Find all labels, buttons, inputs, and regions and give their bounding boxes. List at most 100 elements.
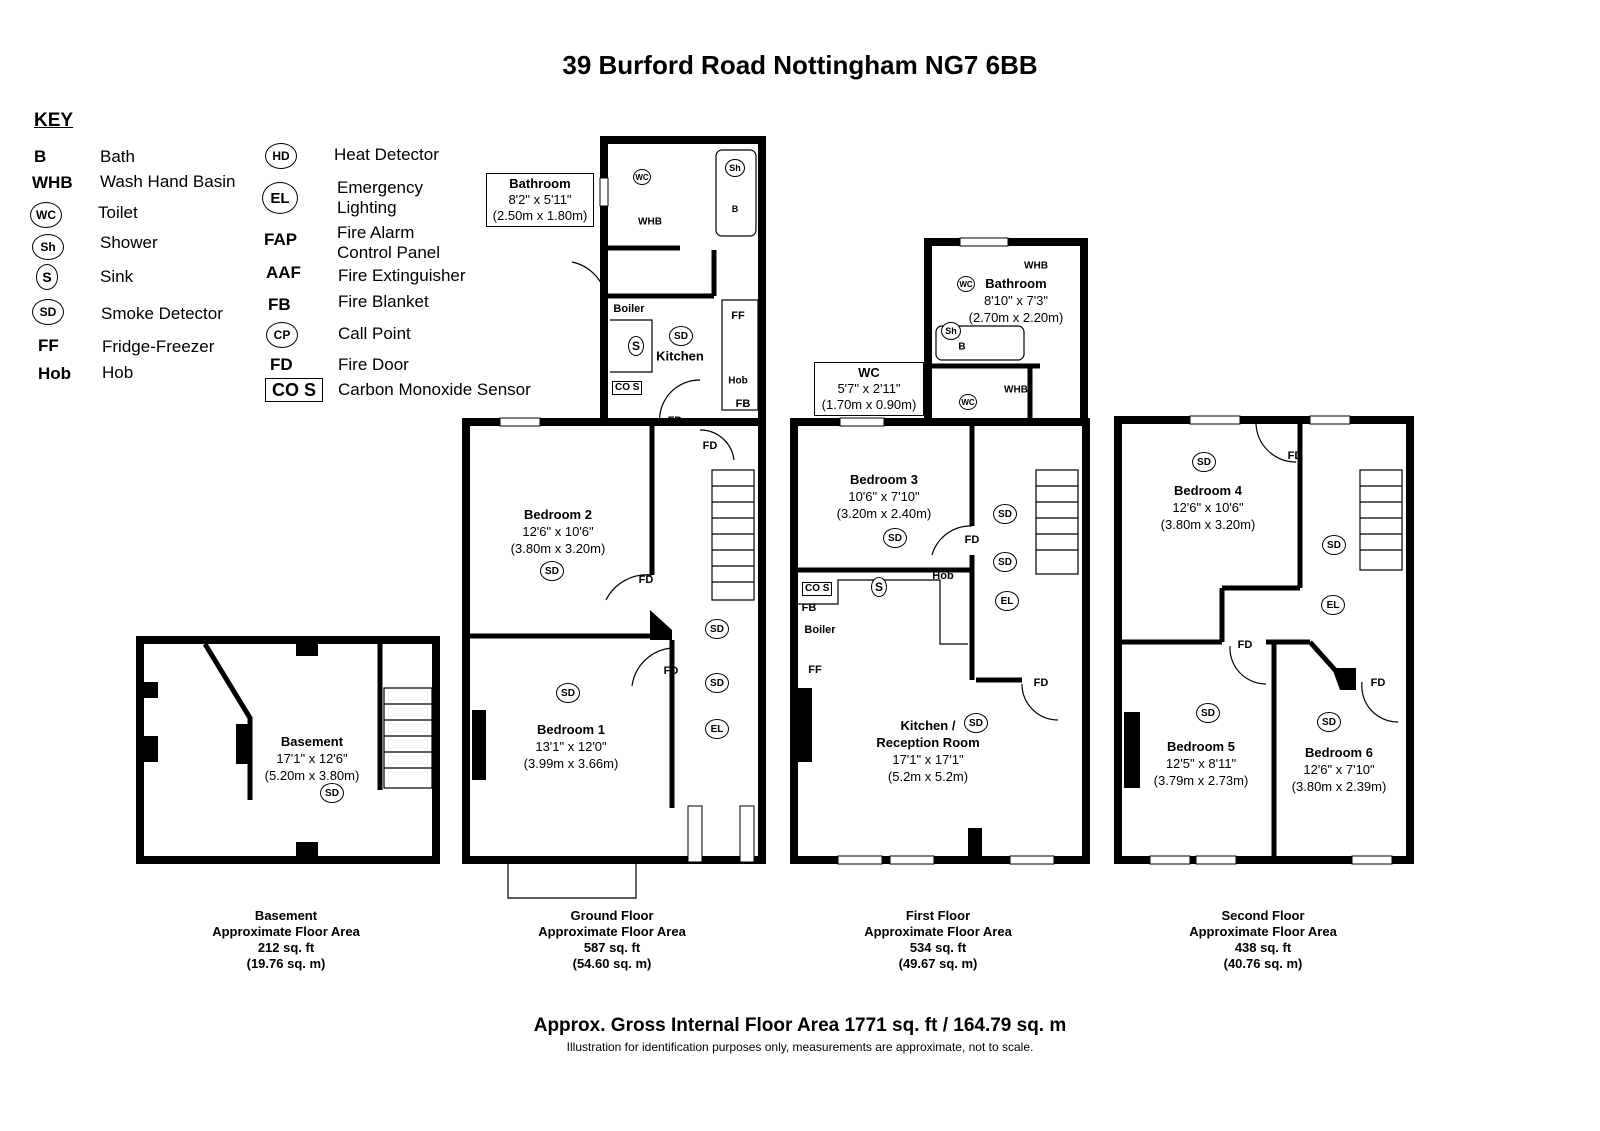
toilet-icon: WC (30, 202, 62, 228)
smoke-detector-icon: SD (540, 561, 564, 581)
room-name: Bedroom 6 (1305, 745, 1373, 760)
hob-label: Hob (932, 570, 954, 582)
smoke-detector-icon: SD (320, 783, 344, 803)
key-label-fap: Fire Alarm Control Panel (337, 223, 441, 262)
key-abbr-hob: Hob (38, 364, 72, 383)
sf-stairs (1359, 469, 1403, 571)
room-kitchen: Kitchen (656, 348, 704, 364)
floor-area-sqm: (40.76 sq. m) (1223, 956, 1303, 971)
room-bathroom-ff: Bathroom 8'10" x 7'3" (2.70m x 2.20m) (969, 275, 1064, 326)
basement-outline (136, 636, 440, 864)
floor-area-basement: Basement Approximate Floor Area 212 sq. … (212, 908, 360, 972)
gf-hob-counter (721, 299, 759, 411)
chimney-breasts (144, 610, 1356, 858)
basement-internal-wall (202, 642, 253, 800)
bath-label: B (731, 204, 739, 214)
room-name: Bathroom (985, 276, 1047, 291)
gf-stairs (711, 469, 755, 601)
ground-floor-rear-wing (600, 136, 766, 422)
second-floor-outline (1114, 416, 1414, 864)
room-bedroom-5: Bedroom 5 12'5" x 8'11" (3.79m x 2.73m) (1154, 738, 1249, 789)
floor-area-first: First Floor Approximate Floor Area 534 s… (864, 908, 1012, 972)
room-size-metric: (3.80m x 3.20m) (1160, 517, 1256, 532)
key-label-aaf: Fire Extinguisher (338, 266, 466, 285)
room-size-metric: (3.80m x 2.39m) (1291, 779, 1387, 794)
whb-label: WHB (1024, 260, 1048, 272)
fire-door-label: FD (1287, 450, 1303, 462)
key-label-ff: Fridge-Freezer (102, 337, 215, 356)
floor-area-label: Approximate Floor Area (864, 924, 1012, 939)
sink-icon: S (628, 336, 644, 356)
toilet-icon: WC (633, 169, 651, 185)
shower-icon: Sh (32, 234, 64, 260)
smoke-detector-icon: SD (1196, 703, 1220, 723)
room-name: Bedroom 4 (1174, 483, 1242, 498)
floor-area-label: Approximate Floor Area (1189, 924, 1337, 939)
door-swing (571, 261, 607, 297)
door-swing (1361, 681, 1399, 723)
floor-area-label: Approximate Floor Area (212, 924, 360, 939)
smoke-detector-icon: SD (556, 683, 580, 703)
boiler-label: Boiler (613, 303, 645, 315)
smoke-detector-icon: SD (993, 504, 1017, 524)
ff-bath-tub (935, 325, 1025, 361)
key-label-co-sensor: Carbon Monoxide Sensor (338, 380, 531, 399)
room-name: WC (858, 365, 880, 380)
fire-door-label: FD (1370, 677, 1386, 689)
shower-icon: Sh (725, 159, 745, 177)
emergency-lighting-icon: EL (995, 591, 1019, 611)
door-swing (605, 574, 653, 601)
door-swing (631, 647, 673, 687)
smoke-detector-icon: SD (1322, 535, 1346, 555)
floor-area-sqm: (19.76 sq. m) (246, 956, 326, 971)
key-label-hob: Hob (102, 363, 134, 382)
smoke-detector-icon: SD (705, 619, 729, 639)
key-label-heat-detector: Heat Detector (334, 145, 439, 164)
first-floor-outline (790, 418, 1090, 864)
key-label-sink: Sink (100, 267, 134, 286)
room-bedroom-1: Bedroom 1 13'1" x 12'0" (3.99m x 3.66m) (524, 721, 619, 772)
door-swing (1255, 423, 1297, 463)
windows (499, 177, 1393, 865)
key-label-fd: Fire Door (338, 355, 409, 374)
room-basement: Basement 17'1" x 12'6" (5.20m x 3.80m) (265, 733, 360, 784)
key-label-whb: Wash Hand Basin (100, 172, 236, 191)
key-abbr-fap: FAP (264, 230, 298, 249)
room-name: Kitchen / (900, 718, 956, 733)
room-name: Bedroom 2 (524, 507, 592, 522)
room-bedroom-2: Bedroom 2 12'6" x 10'6" (3.80m x 3.20m) (511, 506, 606, 557)
bathroom-gf-callout: Bathroom 8'2" x 5'11" (2.50m x 1.80m) (486, 173, 594, 227)
room-size-metric: (3.99m x 3.66m) (523, 756, 619, 771)
floor-name: First Floor (905, 908, 971, 923)
gf-bath-tub (715, 149, 757, 237)
key-label-emergency-lighting: Emergency Lighting (337, 178, 423, 217)
room-size-imperial: 17'1" x 17'1" (892, 752, 964, 767)
floor-area-ground: Ground Floor Approximate Floor Area 587 … (538, 908, 686, 972)
floor-area-sqft: 438 sq. ft (1234, 940, 1292, 955)
smoke-detector-icon: SD (1317, 712, 1341, 732)
door-swing (699, 429, 735, 461)
floor-area-second: Second Floor Approximate Floor Area 438 … (1189, 908, 1337, 972)
whb-label: WHB (638, 216, 662, 228)
key-label-smoke-detector: Smoke Detector (101, 304, 223, 323)
key-abbr-aaf: AAF (266, 263, 301, 282)
room-size-metric: (3.80m x 3.20m) (510, 541, 606, 556)
fire-door-label: FD (1237, 639, 1253, 651)
room-name: Reception Room (876, 735, 980, 750)
gross-floor-area: Approx. Gross Internal Floor Area 1771 s… (533, 1015, 1067, 1036)
floor-area-sqft: 534 sq. ft (909, 940, 967, 955)
room-size-imperial: 13'1" x 12'0" (535, 739, 607, 754)
bath-label: B (958, 341, 966, 353)
fire-door-label: FD (702, 440, 718, 452)
floor-area-sqm: (49.67 sq. m) (898, 956, 978, 971)
smoke-detector-icon: SD (705, 673, 729, 693)
key-label-fb: Fire Blanket (338, 292, 429, 311)
key-heading: KEY (34, 110, 74, 131)
room-size-metric: (1.70m x 0.90m) (821, 397, 917, 412)
room-name: Bathroom (509, 176, 571, 191)
room-size-imperial: 5'7" x 2'11" (837, 381, 901, 396)
room-size-metric: (5.2m x 5.2m) (887, 769, 969, 784)
fire-blanket-label: FB (735, 398, 751, 410)
disclaimer: Illustration for identification purposes… (566, 1040, 1034, 1054)
